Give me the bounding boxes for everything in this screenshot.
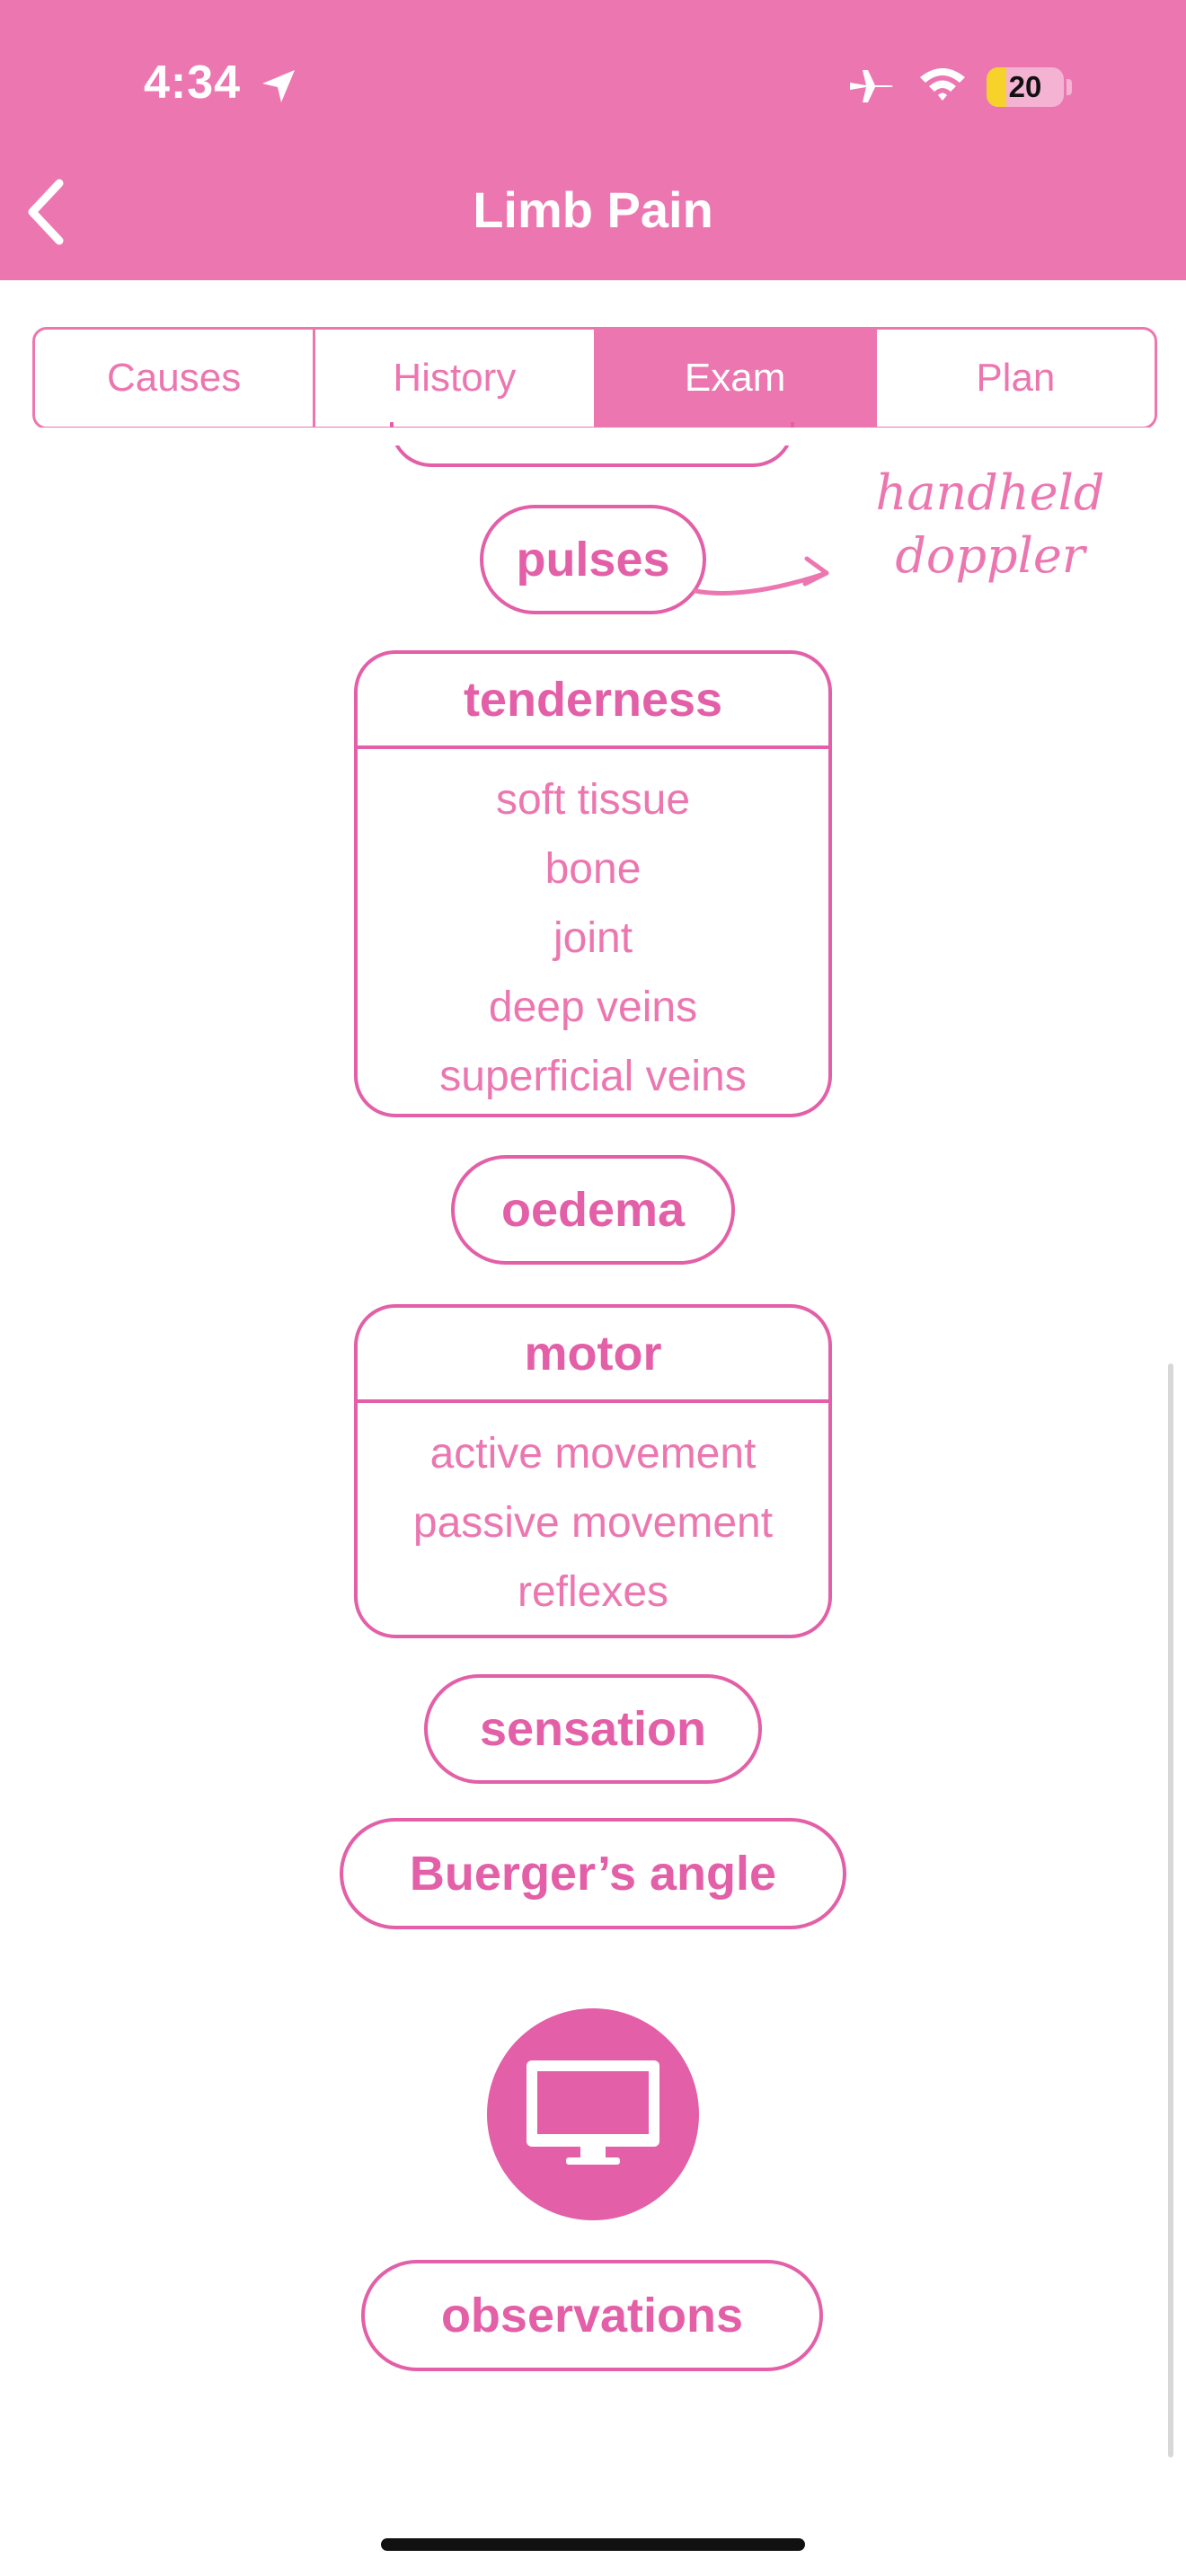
tab-causes[interactable]: Causes [35, 330, 316, 427]
motor-item: reflexes [517, 1568, 669, 1616]
monitor-button[interactable] [487, 2008, 699, 2220]
sensation-button[interactable]: sensation [424, 1674, 762, 1784]
back-button[interactable] [20, 176, 74, 248]
tab-exam[interactable]: Exam [596, 330, 877, 427]
tenderness-item: deep veins [488, 984, 698, 1031]
airplane-icon [846, 63, 897, 114]
status-time: 4:34 [144, 57, 242, 109]
monitor-icon [527, 2060, 659, 2165]
battery-level [987, 67, 1006, 107]
tab-plan[interactable]: Plan [976, 356, 1056, 400]
wifi-icon [916, 63, 969, 114]
location-arrow-icon [259, 66, 298, 110]
chevron-left-icon [28, 179, 64, 245]
tenderness-card[interactable]: tenderness soft tissue bone joint deep v… [354, 650, 832, 1117]
tenderness-item: bone [544, 845, 642, 893]
tenderness-item: soft tissue [495, 776, 691, 824]
oedema-button[interactable]: oedema [451, 1155, 735, 1265]
battery-icon: 20 [987, 67, 1064, 107]
pulses-button[interactable]: pulses [480, 505, 706, 614]
buergers-angle-button[interactable]: Buerger’s angle [340, 1818, 846, 1929]
page-title: Limb Pain [473, 181, 713, 238]
tenderness-item: superficial veins [439, 1053, 747, 1100]
battery-percent: 20 [1008, 70, 1042, 103]
observations-button[interactable]: observations [361, 2260, 823, 2371]
battery-tip [1067, 79, 1072, 95]
home-indicator[interactable] [381, 2538, 805, 2551]
motor-card[interactable]: motor active movement passive movement r… [354, 1304, 832, 1638]
motor-item: active movement [429, 1430, 757, 1478]
motor-title: motor [358, 1308, 828, 1403]
tenderness-title: tenderness [358, 654, 828, 749]
tab-history[interactable]: History [315, 330, 597, 427]
arrow-icon [693, 556, 829, 595]
annotation-line-1: handheld [875, 464, 1105, 521]
nav-header: 4:34 20 Limb Pain [0, 0, 1186, 280]
tab-bar-fade [0, 428, 1186, 446]
handheld-doppler-annotation: handheld doppler [855, 462, 1125, 587]
annotation-line-2: doppler [895, 527, 1085, 584]
motor-item: passive movement [412, 1499, 774, 1547]
scrollbar[interactable] [1168, 1363, 1173, 2457]
tenderness-item: joint [553, 914, 633, 962]
tab-bar: Causes History Exam Plan [32, 327, 1157, 429]
